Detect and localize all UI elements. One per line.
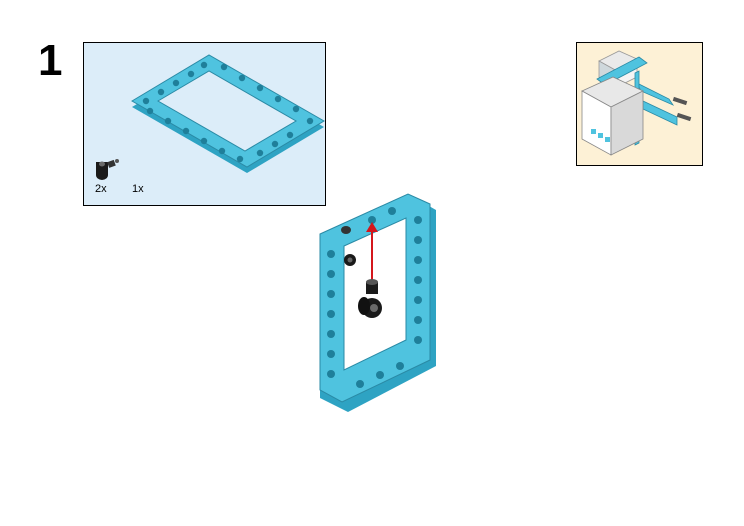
part-quantity: 2x [95,183,107,195]
assembly-svg [319,193,436,412]
insertion-arrow [366,222,378,282]
assembly-illustration [300,190,450,435]
step-number: 1 [38,36,63,85]
model-preview-box [576,42,703,166]
model-preview-illustration [581,50,692,156]
black-connector-part [96,159,119,180]
parts-list-box: 2x 1x [83,42,326,206]
placed-connector [341,226,356,266]
parts-illustration [96,54,325,180]
floating-connector [358,279,382,318]
azure-frame-part [131,54,325,173]
part-quantity: 1x [132,183,144,195]
